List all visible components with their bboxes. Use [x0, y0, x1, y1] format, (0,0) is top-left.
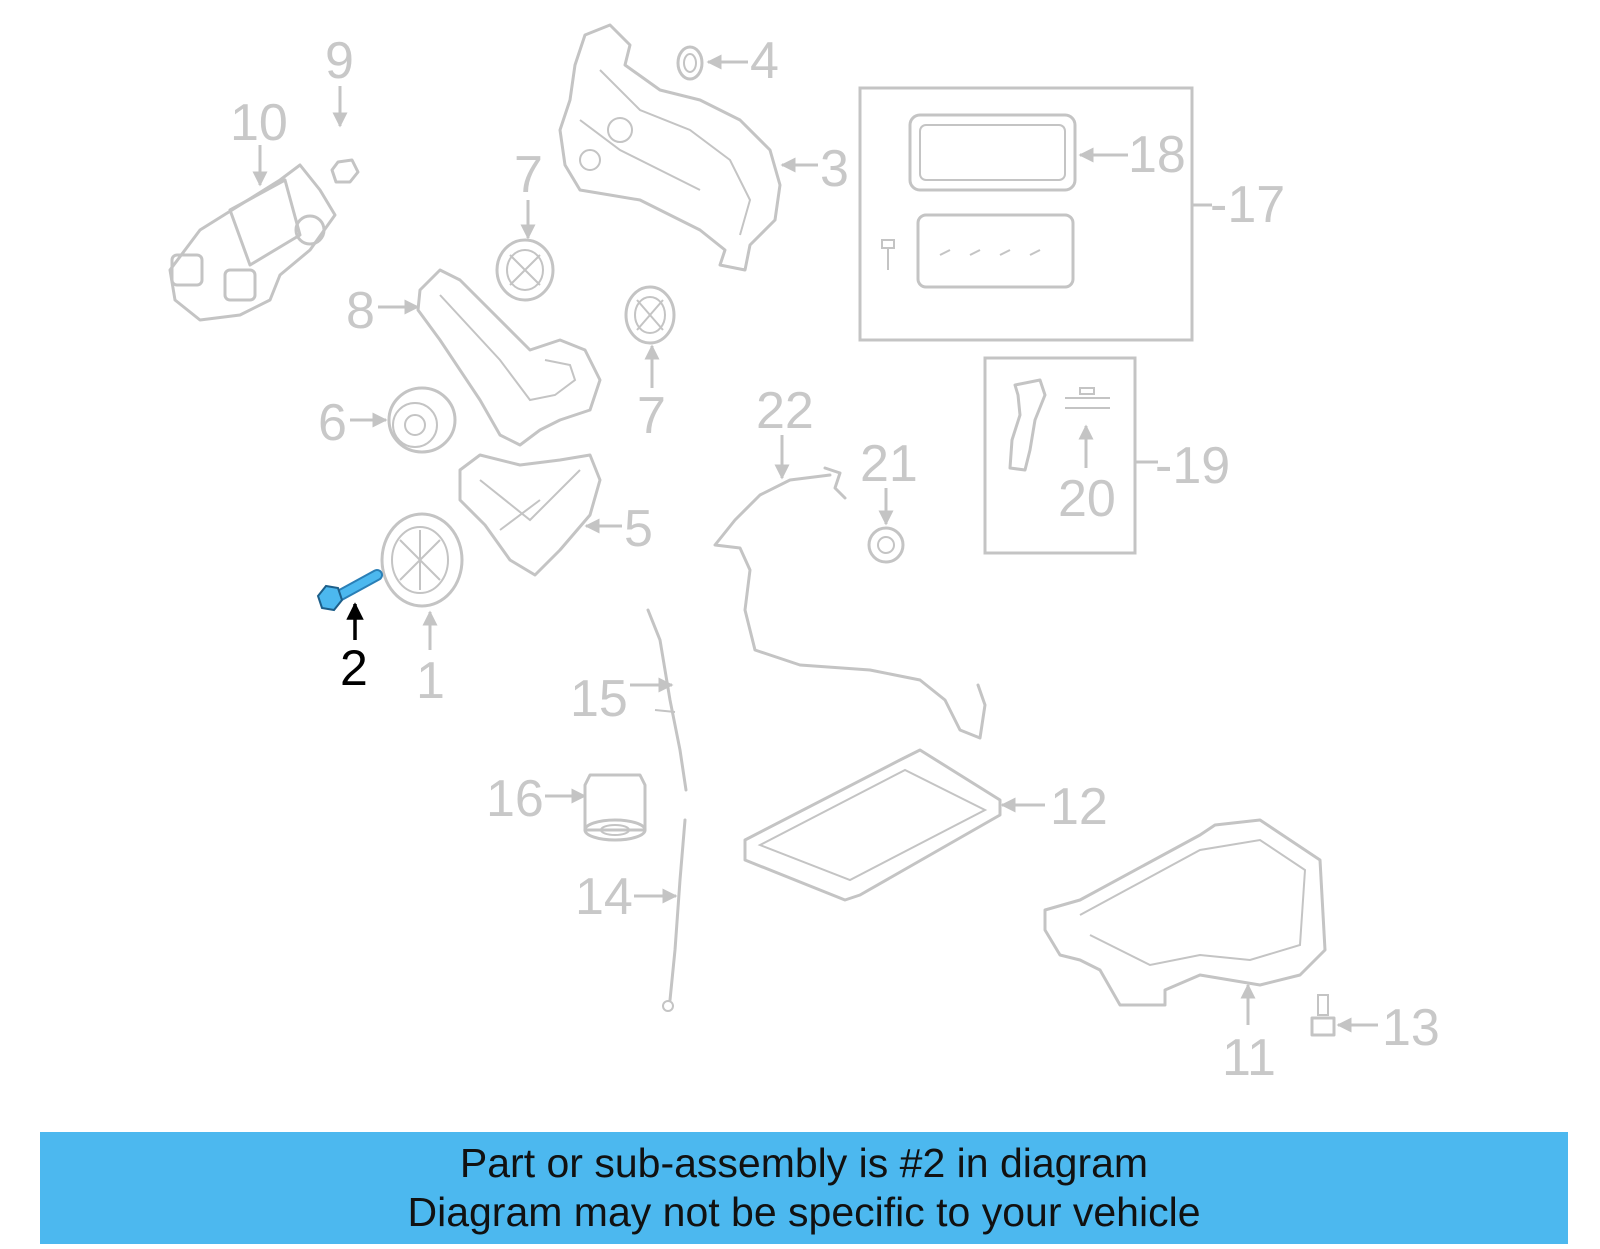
- callout-19: -19: [1155, 437, 1230, 495]
- callout-17: -17: [1210, 176, 1285, 234]
- part-17-pan-gasket[interactable]: [916, 213, 1075, 289]
- callout-7b: 7: [637, 387, 666, 445]
- callout-18: 18: [1128, 126, 1186, 184]
- callout-16: 16: [486, 770, 544, 828]
- part-16-filter[interactable]: [583, 773, 647, 842]
- part-22-cable[interactable]: [713, 466, 987, 740]
- part-12-baffle[interactable]: [743, 748, 1002, 902]
- leader-lines: [252, 54, 1378, 1033]
- callout-15: 15: [570, 670, 628, 728]
- part-8-timing-belt[interactable]: [416, 268, 602, 447]
- callout-20: 20: [1058, 470, 1116, 528]
- part-7-idler-lower[interactable]: [624, 285, 676, 345]
- callout-2-highlighted: 2: [340, 640, 368, 696]
- callout-9: 9: [325, 32, 354, 90]
- caption-banner: Part or sub-assembly is #2 in diagram Di…: [40, 1132, 1568, 1244]
- part-17-box: [858, 86, 1194, 342]
- callout-3: 3: [820, 140, 849, 198]
- part-1-pulley[interactable]: [380, 512, 464, 608]
- callout-5: 5: [624, 500, 653, 558]
- callout-14: 14: [575, 868, 633, 926]
- callout-labels: 9 10 4 3 7 8 7 6 5 1 2 22 21 18 -17 20 -…: [230, 32, 1440, 1087]
- part-10-housing[interactable]: [168, 163, 337, 322]
- callout-10: 10: [230, 94, 288, 152]
- part-17-bolt[interactable]: [881, 239, 895, 270]
- part-2-bolt[interactable]: [316, 569, 383, 612]
- callout-7a: 7: [514, 146, 543, 204]
- caption-line-2: Diagram may not be specific to your vehi…: [407, 1189, 1201, 1235]
- callout-13: 13: [1382, 999, 1440, 1057]
- callout-12: 12: [1050, 778, 1108, 836]
- part-13-bolt[interactable]: [1310, 994, 1336, 1037]
- callout-1: 1: [416, 652, 445, 710]
- part-19-box: [983, 356, 1137, 555]
- part-15-tube[interactable]: [646, 608, 688, 792]
- part-14-dipstick[interactable]: [662, 818, 687, 1012]
- callout-8: 8: [346, 282, 375, 340]
- callout-21: 21: [860, 435, 918, 493]
- part-4-seal[interactable]: [676, 45, 704, 81]
- callout-22: 22: [756, 382, 814, 440]
- callout-6: 6: [318, 394, 347, 452]
- callout-4: 4: [750, 32, 779, 90]
- part-5-cover[interactable]: [458, 453, 602, 577]
- part-20-clip[interactable]: [1065, 387, 1110, 409]
- part-18-gasket[interactable]: [908, 113, 1077, 192]
- part-7-idler-upper[interactable]: [495, 238, 555, 302]
- part-9-plug[interactable]: [330, 158, 360, 184]
- part-6-tensioner[interactable]: [387, 386, 457, 454]
- caption-line-1: Part or sub-assembly is #2 in diagram: [459, 1140, 1149, 1186]
- callout-11: 11: [1222, 1029, 1276, 1087]
- part-3-timing-cover[interactable]: [558, 23, 782, 272]
- part-19-filler[interactable]: [1008, 378, 1047, 472]
- part-11-oil-pan[interactable]: [1043, 818, 1327, 1007]
- part-21-plug[interactable]: [867, 526, 905, 564]
- parts-diagram: 9 10 4 3 7 8 7 6 5 1 2 22 21 18 -17 20 -…: [168, 23, 1440, 1087]
